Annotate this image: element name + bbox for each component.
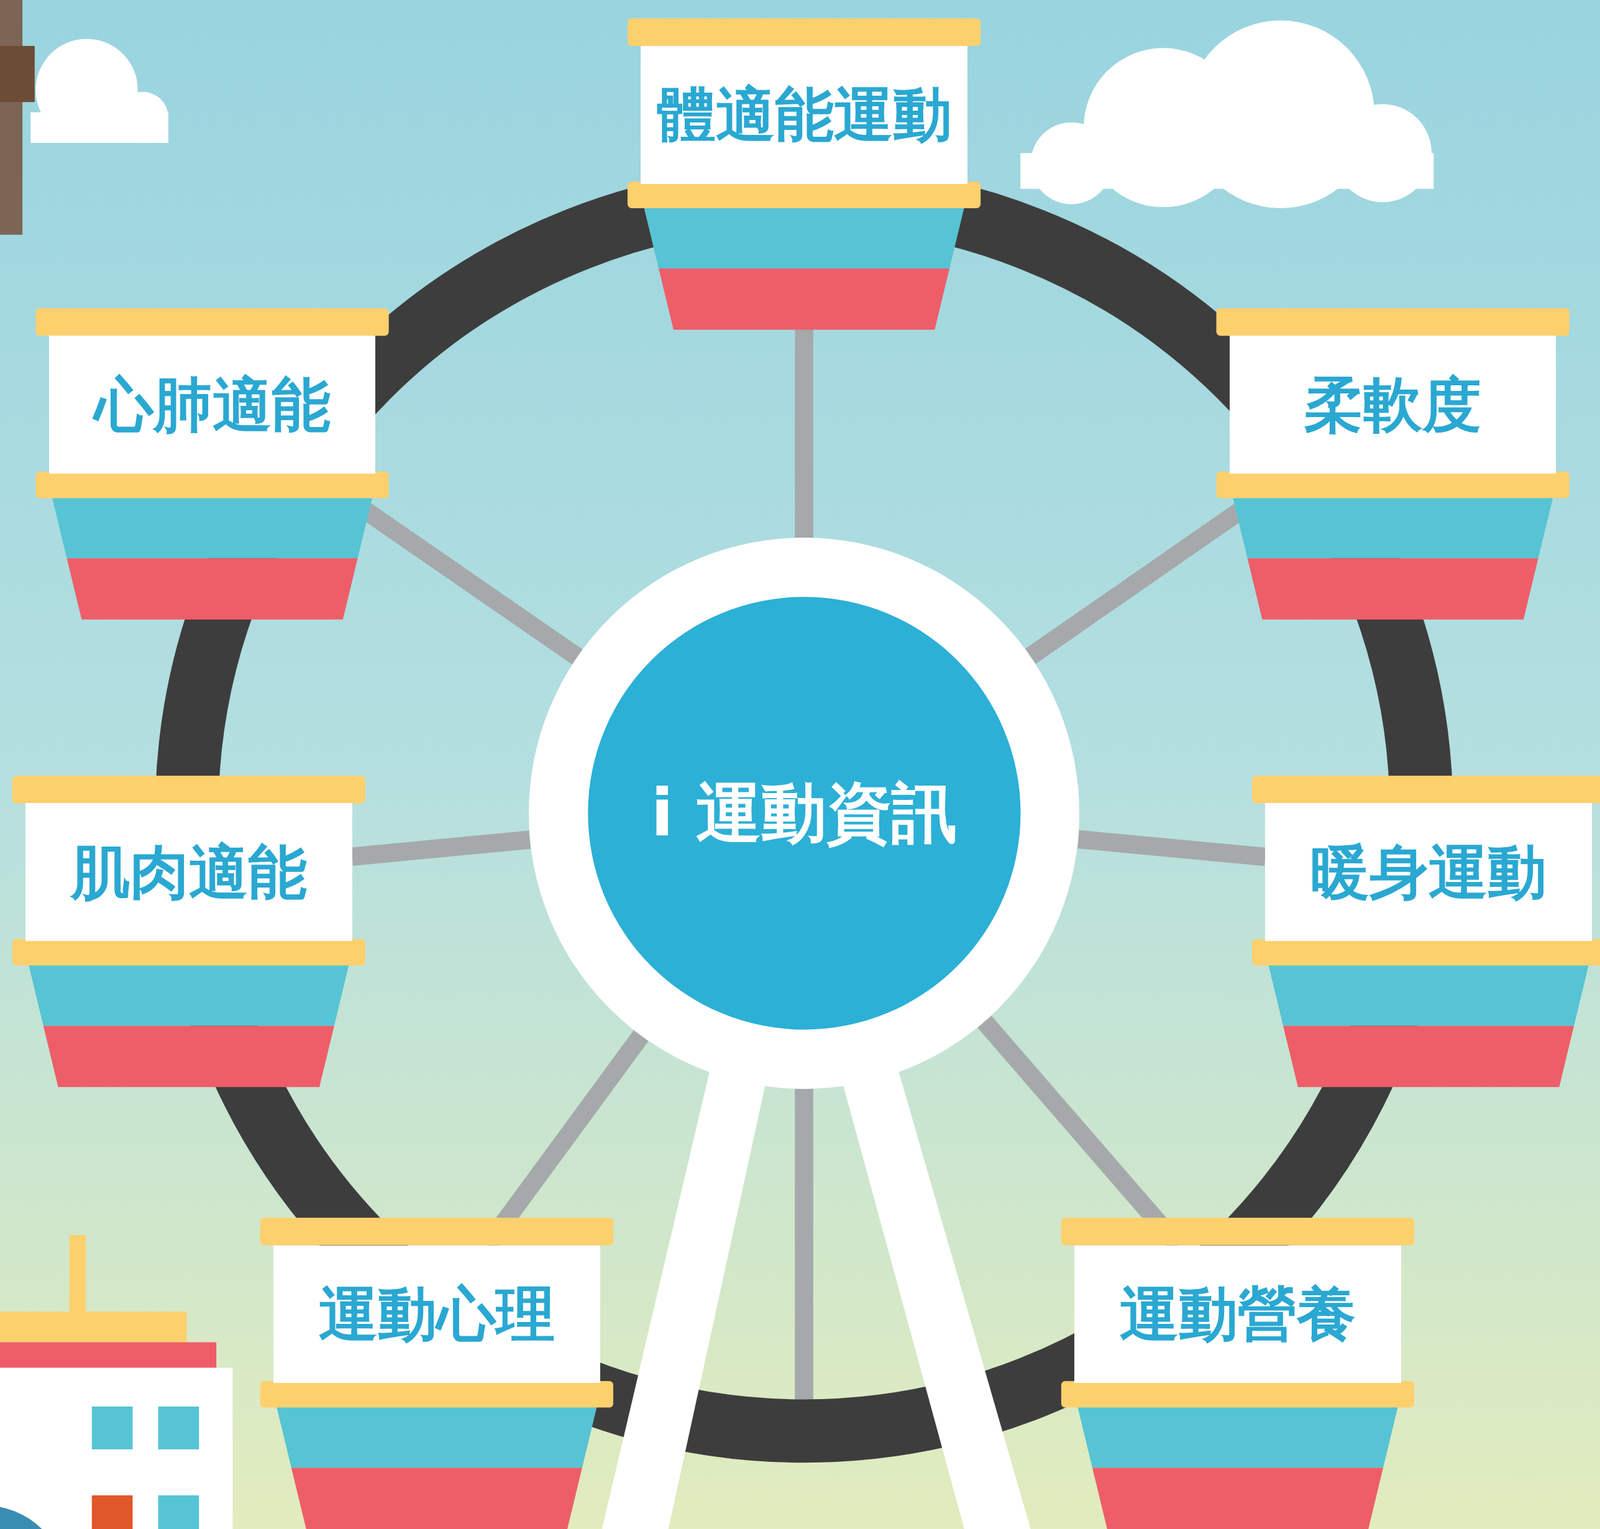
cloud <box>30 38 169 143</box>
cabin-label: 運動心理 <box>318 1281 555 1347</box>
cabin-bar <box>1216 471 1570 499</box>
cabin-band <box>1268 964 1589 1026</box>
cabin-roof <box>627 18 981 46</box>
cabin-band <box>1283 1025 1574 1087</box>
support-leg <box>836 1050 1031 1529</box>
gondolas <box>12 18 1600 1529</box>
cabin-roof <box>1216 308 1570 336</box>
spoke <box>984 1021 1179 1246</box>
cabin-band <box>643 206 965 269</box>
spoke <box>487 1035 641 1245</box>
cabin-band <box>1092 1467 1384 1529</box>
cabin-roof <box>35 308 389 336</box>
hub-label: i 運動資訊 <box>651 777 958 850</box>
gondola-sign: 柔軟度 <box>1229 335 1557 474</box>
gondola-cabin <box>12 775 366 1087</box>
gondola-sign: 暖身運動 <box>1265 802 1592 941</box>
cabin-band <box>291 1467 583 1529</box>
cabin-bar <box>1252 938 1600 966</box>
gondola-sign: 體適能運動 <box>640 45 968 184</box>
cabin-label: 體適能運動 <box>656 82 952 148</box>
cabin-band <box>1232 497 1554 559</box>
spoke <box>352 839 531 857</box>
cabin-band <box>1247 557 1539 620</box>
cabin-band <box>658 268 950 330</box>
cabin-bar <box>1061 1380 1415 1408</box>
gondola-cabin <box>627 18 981 330</box>
support-leg <box>602 1050 771 1529</box>
cabin-label: 柔軟度 <box>1304 372 1482 438</box>
cabin-bar <box>35 471 389 499</box>
cabin-bar <box>12 938 366 966</box>
gondola-cabin <box>35 308 389 620</box>
gondola-sign: 運動營養 <box>1074 1245 1402 1384</box>
gondola-cabin <box>260 1217 614 1529</box>
cabin-band <box>52 497 373 559</box>
cabin-band <box>276 1406 598 1468</box>
cabin-roof <box>260 1217 614 1245</box>
pole <box>0 0 35 235</box>
cabin-label: 暖身運動 <box>1310 839 1547 905</box>
cabin-label: 運動營養 <box>1119 1281 1356 1347</box>
building <box>0 1234 233 1529</box>
cabin-bar <box>260 1380 614 1408</box>
cabin-band <box>28 964 350 1026</box>
gondola-cabin <box>1252 775 1600 1087</box>
cabin-roof <box>1061 1217 1415 1245</box>
gondola-cabin <box>1061 1217 1415 1529</box>
cabin-band <box>43 1025 335 1087</box>
hub-disc <box>587 597 1021 1030</box>
cabin-label: 心肺適能 <box>94 372 331 438</box>
cabin-roof <box>1252 775 1600 803</box>
hub-circle: i 運動資訊 <box>528 537 1080 1089</box>
cabin-band <box>67 557 358 620</box>
cabin-band <box>1077 1406 1399 1468</box>
spoke <box>1078 838 1266 857</box>
cabin-label: 肌肉適能 <box>70 839 307 905</box>
cabin-bar <box>627 181 981 209</box>
cloud <box>1020 20 1434 209</box>
gondola-sign: 運動心理 <box>273 1245 601 1384</box>
gondola-cabin <box>1216 308 1570 620</box>
cabin-roof <box>12 775 366 803</box>
gondola-sign: 肌肉適能 <box>25 802 353 941</box>
gondola-sign: 心肺適能 <box>49 335 376 474</box>
